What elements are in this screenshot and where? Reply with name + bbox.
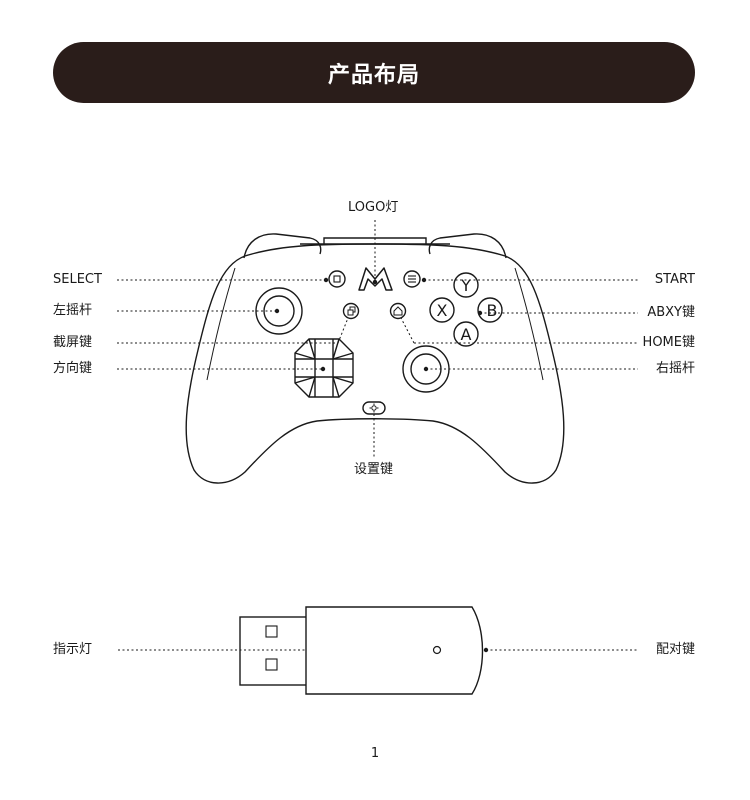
label-dpad: 方向键	[53, 361, 93, 376]
left-bumper	[243, 233, 322, 259]
label-indicator: 指示灯	[53, 642, 93, 657]
page-title: 产品布局	[327, 62, 420, 88]
usb-contact-upper	[265, 625, 278, 638]
page-number: 1	[370, 746, 380, 761]
select-icon	[333, 275, 341, 283]
face-button-x-label: X	[437, 301, 448, 320]
face-button-y	[453, 272, 479, 298]
label-abxy: ABXY键	[647, 305, 695, 320]
title-banner: 产品布局	[53, 42, 695, 103]
indicator-light-icon	[432, 645, 442, 655]
label-pair: 配对键	[655, 642, 695, 657]
start-button	[403, 270, 421, 288]
usb-dongle	[239, 606, 484, 695]
menu-icon	[408, 275, 416, 283]
left-stick	[255, 287, 303, 335]
usb-contact-lower	[265, 658, 278, 671]
label-screenshot: 截屏键	[53, 335, 93, 350]
screenshot-button	[342, 302, 360, 320]
label-settings: 设置键	[354, 462, 394, 477]
face-button-b	[477, 297, 503, 323]
select-button	[328, 270, 346, 288]
label-right-stick: 右摇杆	[655, 361, 695, 376]
face-button-b-label: B	[487, 301, 498, 320]
home-icon	[393, 306, 403, 316]
label-select: SELECT	[53, 272, 102, 287]
screenshot-icon	[347, 306, 356, 316]
dongle-body	[305, 606, 484, 695]
label-start: START	[654, 272, 695, 287]
label-left-stick: 左摇杆	[53, 303, 93, 318]
face-button-y-label: Y	[460, 276, 471, 295]
face-button-x	[429, 297, 455, 323]
label-home: HOME键	[642, 335, 695, 350]
label-logo-light: LOGO灯	[348, 200, 399, 215]
leader-lines	[117, 220, 638, 651]
face-button-a-label: A	[461, 325, 472, 344]
right-bumper	[428, 233, 507, 259]
usb-connector	[239, 616, 309, 686]
gear-icon	[369, 403, 379, 413]
controller-body	[185, 243, 565, 484]
home-button	[389, 302, 407, 320]
face-button-a	[453, 321, 479, 347]
